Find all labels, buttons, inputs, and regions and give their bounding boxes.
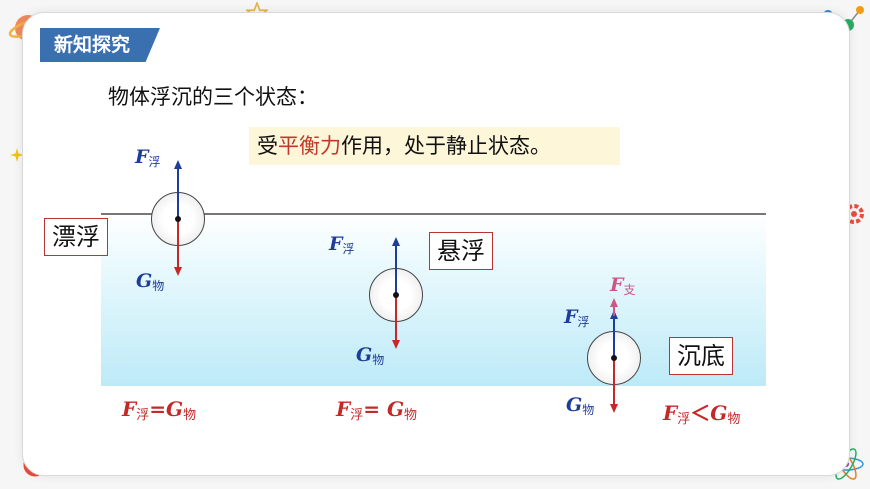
weight-label-sinking: G物	[566, 394, 595, 417]
buoyancy-label-suspended: F浮	[329, 233, 355, 256]
balance-note: 受平衡力作用，处于静止状态。	[249, 127, 620, 165]
note-highlight: 平衡力	[278, 134, 341, 158]
center-dot-floating	[175, 216, 181, 222]
buoyancy-label-floating: F浮	[135, 146, 161, 169]
support-label-sinking: F支	[610, 274, 636, 297]
equation-floating: F浮=G物	[122, 397, 197, 423]
center-dot-suspended	[393, 292, 399, 298]
buoyancy-arrowhead-floating	[174, 160, 182, 169]
buoyancy-arrowhead-suspended	[392, 237, 400, 246]
weight-arrowhead-suspended	[392, 340, 400, 349]
weight-label-suspended: G物	[356, 344, 385, 367]
weight-label-floating: G物	[136, 270, 165, 293]
gear-icon	[844, 204, 864, 224]
note-prefix: 受	[257, 134, 278, 158]
section-tag: 新知探究	[40, 28, 160, 62]
state-box-suspended: 悬浮	[429, 232, 493, 270]
page-heading: 物体浮沉的三个状态：	[108, 85, 318, 109]
support-arrowhead-sinking	[610, 298, 618, 307]
equation-suspended: F浮= G物	[336, 397, 418, 423]
note-suffix: 作用，处于静止状态。	[341, 134, 551, 158]
weight-arrowhead-sinking	[610, 404, 618, 413]
buoyancy-label-sinking: F浮	[564, 306, 590, 329]
equation-sinking: F浮＜G物	[663, 401, 741, 427]
sparkle-icon	[10, 148, 24, 162]
state-box-sinking: 沉底	[669, 337, 733, 375]
center-dot-sinking	[611, 355, 617, 361]
water-surface-line	[101, 213, 766, 215]
weight-arrowhead-floating	[174, 267, 182, 276]
state-box-floating: 漂浮	[44, 218, 108, 256]
